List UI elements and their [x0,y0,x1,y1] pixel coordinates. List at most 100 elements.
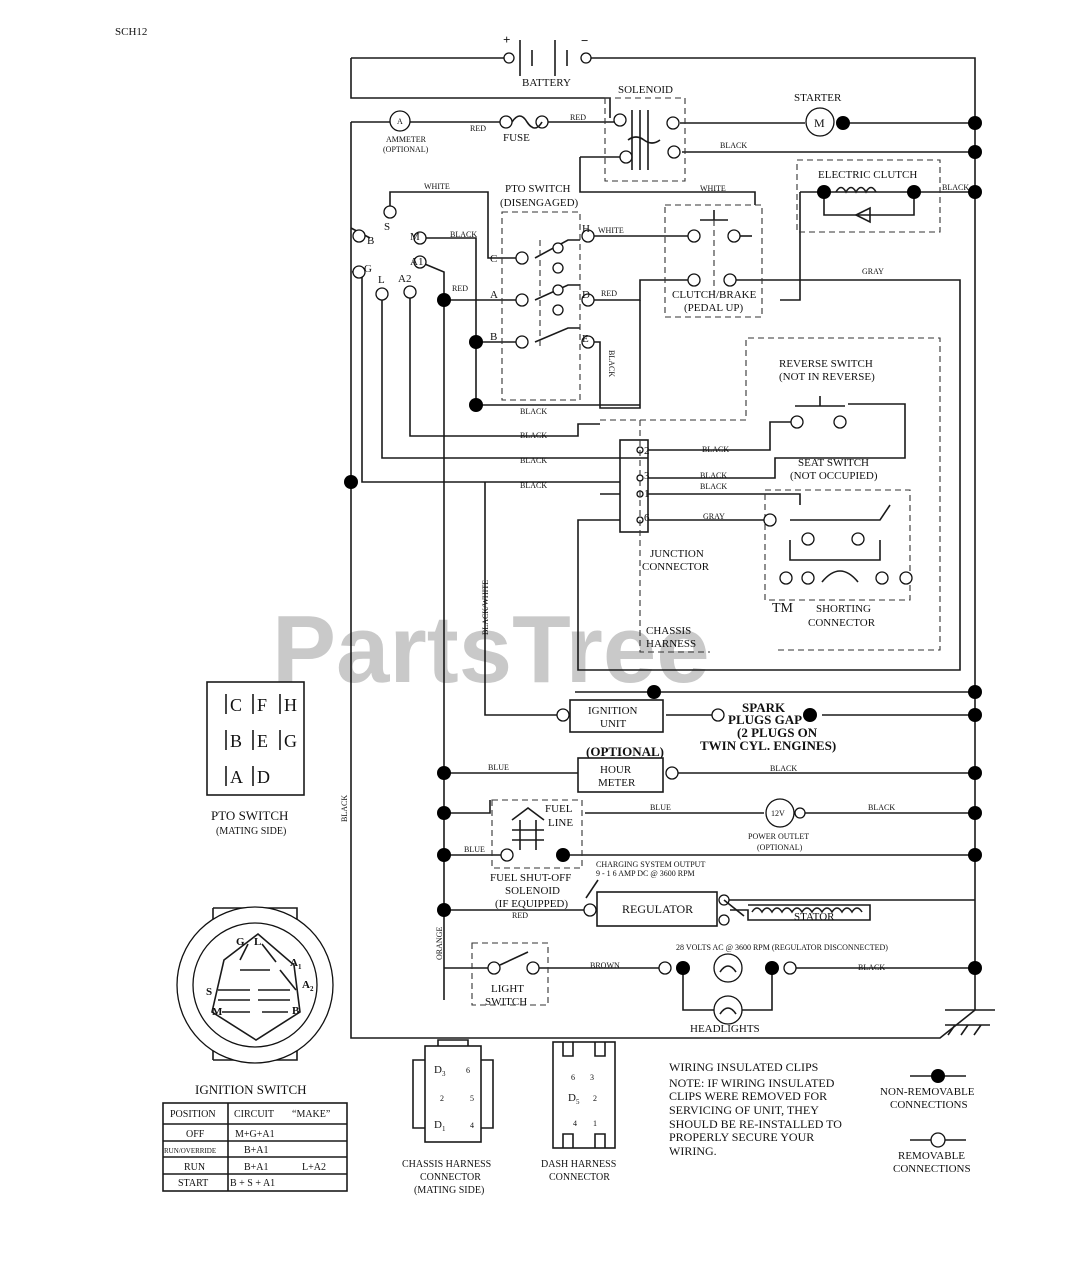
chassis-connector-label-1: CHASSIS HARNESS [402,1159,491,1170]
dash-pin-2: 2 [593,1094,597,1103]
ign-face-m: M [212,1006,223,1018]
starter: STARTER M [794,92,842,137]
pto-term-a: A [490,289,498,301]
ign-face-l: L [254,936,261,948]
spark-label-2: PLUGS GAP [728,712,802,727]
wire-black-10: BLACK [700,482,727,491]
wire-black-8: BLACK [702,445,729,454]
ign-face-a2: A [302,979,310,991]
fuel-solenoid-label-3: (IF EQUIPPED) [495,898,568,910]
battery: + − BATTERY [503,32,592,89]
pto-term-h: H [582,223,590,235]
pto-cell-a: A [230,767,243,787]
fuel-line-label-1: FUEL [545,803,573,815]
junction-pin-2: 2 [644,445,650,457]
watermark: PartsTree [272,596,710,703]
starter-motor-symbol: M [814,116,825,130]
power-outlet-symbol: 12V [771,809,785,818]
note-line: SHOULD BE RE-INSTALLED TO [669,1117,842,1131]
wire-color-labels: RED RED BLACK WHITE WHITE BLACK BLACK WH… [340,113,969,972]
wire-orange: ORANGE [435,927,444,960]
pto-term-b: B [490,331,497,343]
non-removable-connections [344,116,982,975]
note-line: PROPERLY SECURE YOUR [669,1130,814,1144]
dash-pin-d-sub: 5 [576,1098,580,1106]
wire-black-5: BLACK [520,431,547,440]
electric-clutch-label: ELECTRIC CLUTCH [818,169,917,181]
legend-nonremovable-2: CONNECTIONS [890,1099,968,1111]
legend: NON-REMOVABLE CONNECTIONS REMOVABLE CONN… [880,1069,975,1175]
junction-pin-3: 3 [644,470,650,482]
table-head-position: POSITION [170,1109,216,1120]
junction-label-1: JUNCTION [650,548,704,560]
wire-white-1: WHITE [424,182,450,191]
junction-connector: 2 3 1 6 JUNCTION CONNECTOR [619,439,710,573]
solenoid: SOLENOID [604,84,686,182]
pto-cell-c: C [230,695,242,715]
watermark-tm: TM [772,601,794,616]
hour-meter-label-1: HOUR [600,764,632,776]
chassis-connector-label-2: CONNECTOR [420,1172,481,1183]
dash-pin-1: 1 [593,1119,597,1128]
dash-pin-3: 3 [590,1073,594,1082]
chassis-harness-connector: D 3 6 2 5 D 1 4 CHASSIS HARNESS CONNECTO… [402,1039,494,1196]
reverse-switch-label: REVERSE SWITCH [779,358,873,370]
note-title: WIRING INSULATED CLIPS [669,1060,818,1074]
shorting-connector-label-1: SHORTING [816,603,871,615]
electric-clutch: ELECTRIC CLUTCH [796,159,941,233]
pto-cell-b: B [230,731,242,751]
chassis-pin-d1: D [434,1119,442,1131]
pto-switch-state: (DISENGAGED) [500,197,579,209]
wires [350,57,995,1039]
hour-meter: (OPTIONAL) HOUR METER [577,744,679,793]
battery-minus: − [581,33,588,48]
chassis-connector-label-3: (MATING SIDE) [414,1185,484,1196]
ign-term-b: B [367,235,374,247]
wire-black-6: BLACK [520,456,547,465]
wire-blue-2: BLUE [650,803,671,812]
table-head-circuit: CIRCUIT [234,1109,274,1120]
chassis-harness-outline: CHASSIS HARNESS [600,337,941,653]
ammeter-symbol: A [397,117,403,126]
chassis-pin-d3-sub: 3 [442,1070,446,1078]
solenoid-label: SOLENOID [618,84,673,96]
wire-black-2: BLACK [942,183,969,192]
table-row-circuit: M+G+A1 [235,1129,275,1140]
stator-label: STATOR [794,911,835,923]
wire-black-9: BLACK [700,471,727,480]
wire-gray-1: GRAY [862,267,884,276]
chassis-pin-2: 2 [440,1094,444,1103]
fuel-line-label-2: LINE [548,817,573,829]
table-row-circuit: B+A1 [244,1145,269,1156]
note-line: CLIPS WERE REMOVED FOR [669,1089,827,1103]
note-line: WIRING. [669,1144,717,1158]
ign-face-a1: A [290,957,298,969]
ign-term-l: L [378,274,385,286]
light-switch: LIGHT SWITCH [471,942,549,1008]
note-line: NOTE: IF WIRING INSULATED [669,1076,835,1090]
ign-face-a2-sub: 2 [310,985,314,993]
wire-black-12: BLACK [868,803,895,812]
wire-red-1: RED [470,124,486,133]
battery-label: BATTERY [522,77,571,89]
chassis-pin-5: 5 [470,1094,474,1103]
ignition-switch-schematic: S B M G L A1 A2 [352,205,427,301]
headlights: HEADLIGHTS [658,953,797,1035]
ammeter: A AMMETER (OPTIONAL) [383,110,429,154]
reverse-switch: REVERSE SWITCH (NOT IN REVERSE) [779,358,875,429]
spark-label-4: TWIN CYL. ENGINES) [700,738,836,753]
ign-face-g: G [236,936,245,948]
ign-face-b: B [292,1005,300,1017]
junction-pin-1: 1 [644,488,650,500]
ign-term-g: G [364,263,372,275]
ignition-switch-face: G L A 1 A 2 S M B IGNITION SWITCH [176,906,334,1097]
chassis-harness-label-1: CHASSIS [646,625,691,637]
ammeter-optional: (OPTIONAL) [383,145,429,154]
chassis-pin-6: 6 [466,1066,470,1075]
power-outlet-label: POWER OUTLET [748,832,809,841]
fuel-solenoid: FUEL LINE FUEL SHUT-OFF SOLENOID (IF EQU… [490,799,583,910]
pto-term-e: E [582,333,589,345]
wire-red-3: RED [452,284,468,293]
ign-face-s: S [206,986,212,998]
hour-meter-optional: (OPTIONAL) [586,744,664,759]
